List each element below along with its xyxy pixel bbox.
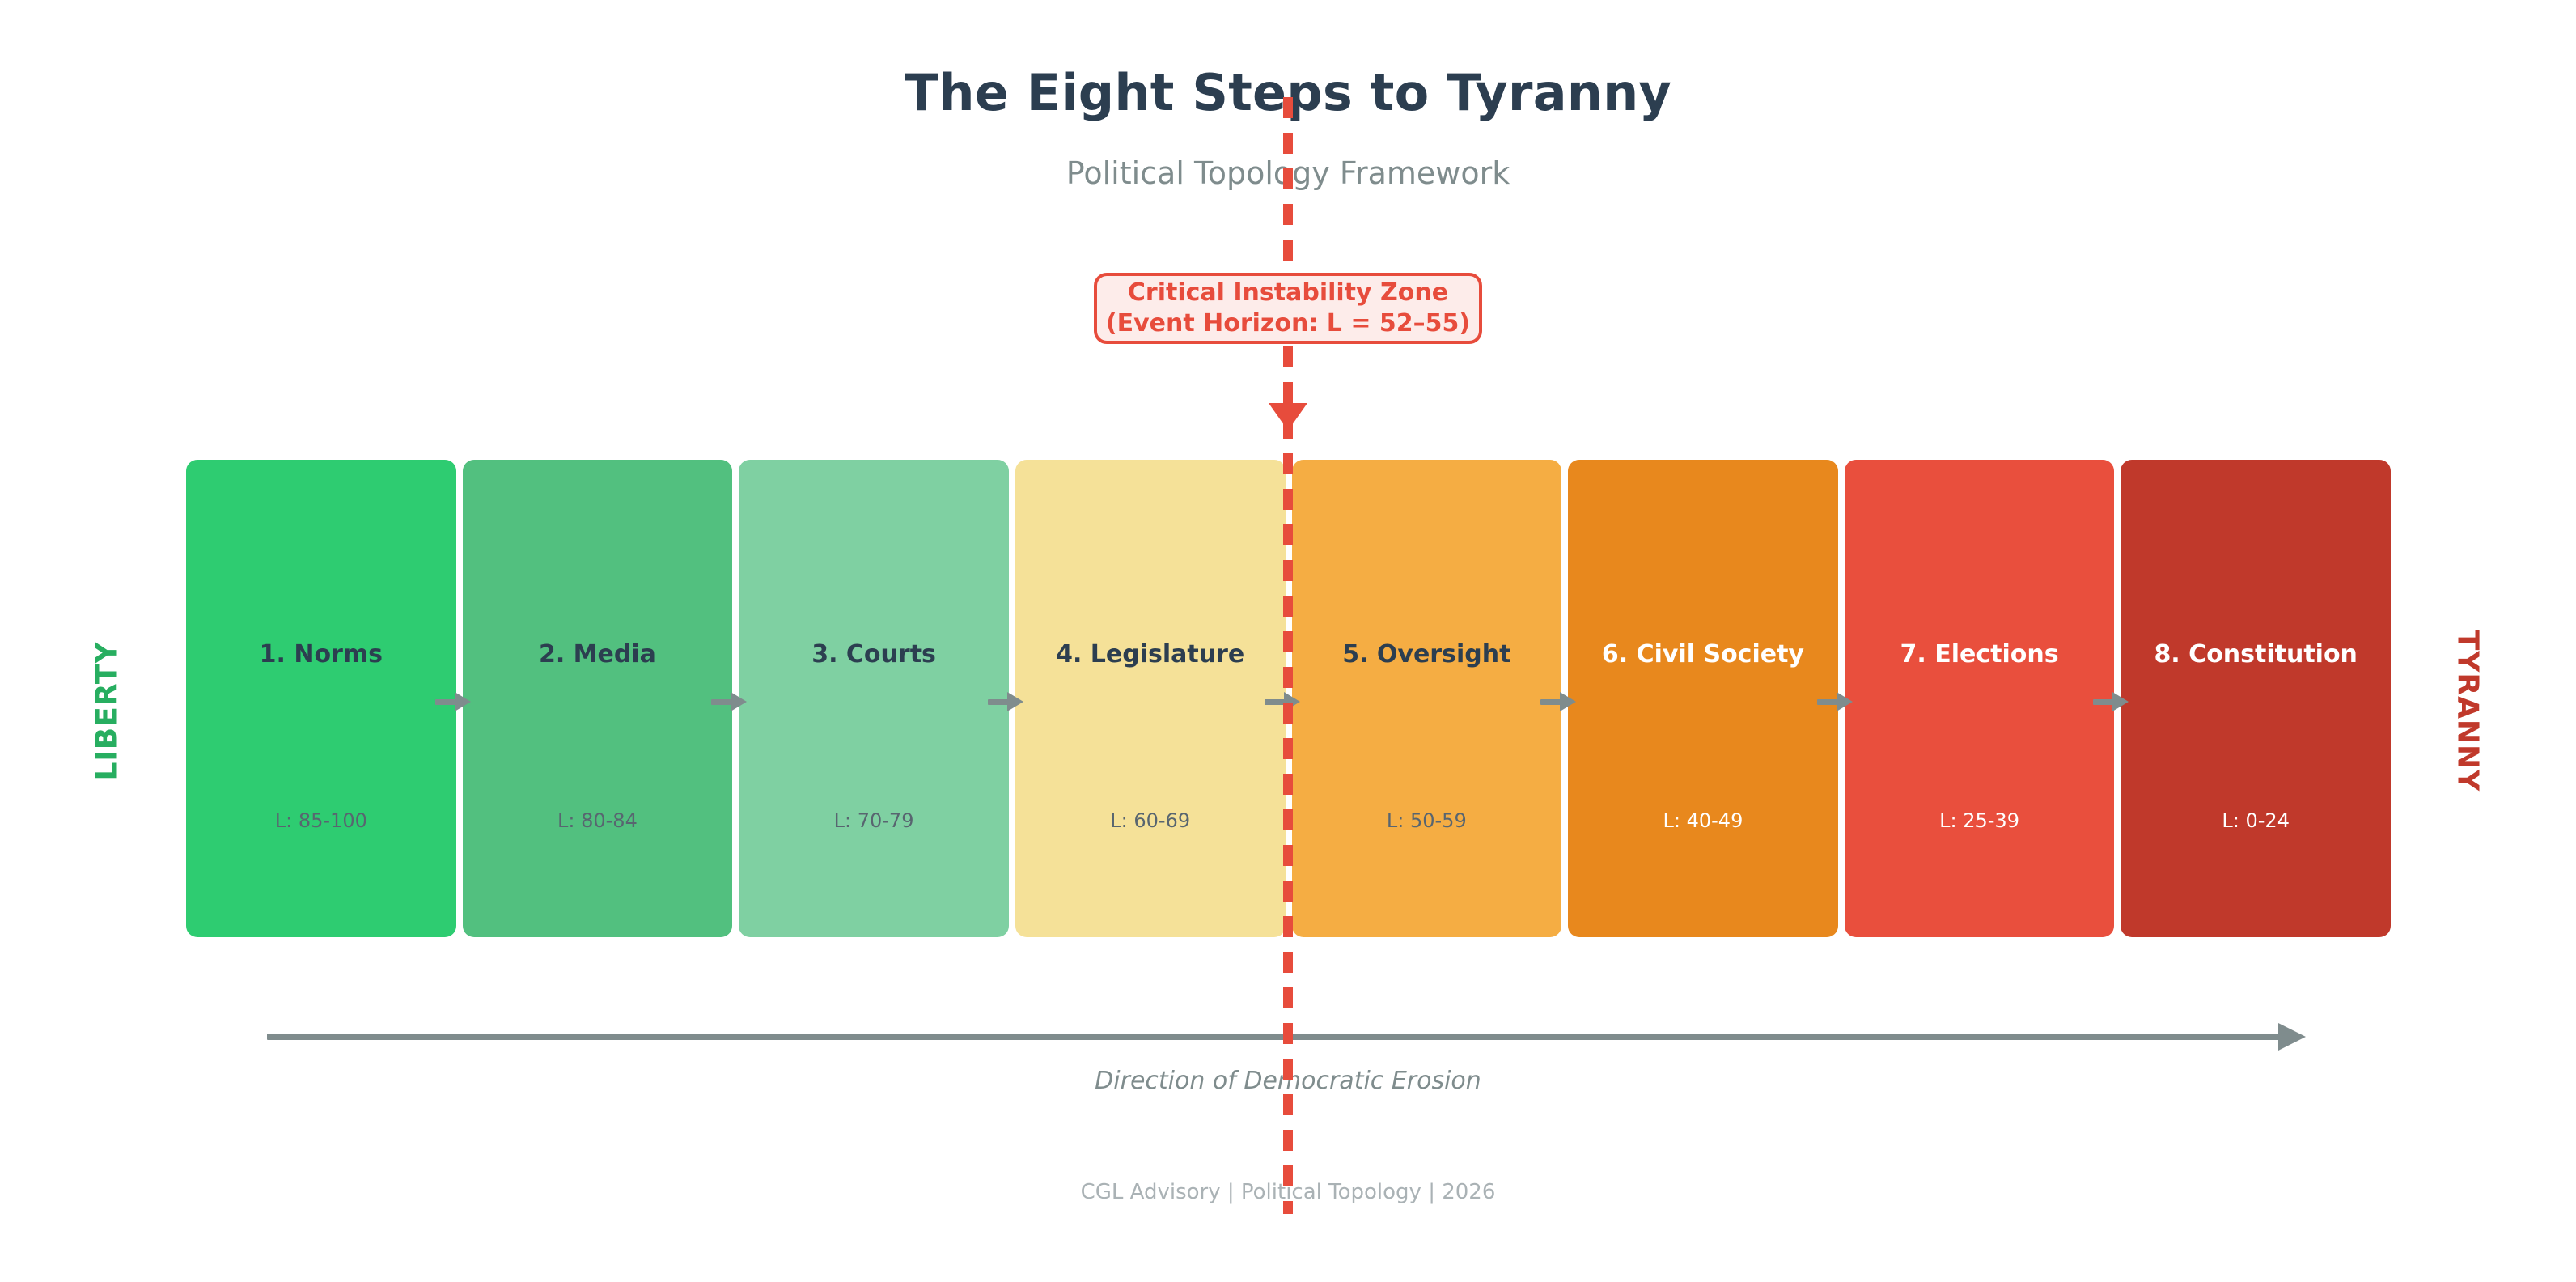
step-label-2: 2. Media xyxy=(538,640,656,669)
connector-arrow-icon-3-to-4 xyxy=(987,692,1025,711)
direction-arrow-shaft xyxy=(267,1034,2282,1040)
connector-head xyxy=(454,692,471,711)
step-label-8: 8. Constitution xyxy=(2154,640,2358,669)
connector-head xyxy=(2112,692,2129,711)
axis-label-liberty: LIBERTY xyxy=(90,641,124,781)
axis-label-tyranny: TYRANNY xyxy=(2451,630,2485,792)
step-box-8[interactable]: 8. Constitution L: 0-24 xyxy=(2121,460,2391,937)
connector-shaft xyxy=(987,699,1009,705)
step-label-7: 7. Elections xyxy=(1900,640,2059,669)
step-box-3[interactable]: 3. Courts L: 70-79 xyxy=(739,460,1009,937)
step-box-1[interactable]: 1. Norms L: 85-100 xyxy=(186,460,456,937)
connector-arrow-icon-1-to-2 xyxy=(434,692,472,711)
step-range-6: L: 40-49 xyxy=(1663,809,1743,832)
step-label-5: 5. Oversight xyxy=(1342,640,1511,669)
step-box-2[interactable]: 2. Media L: 80-84 xyxy=(462,460,733,937)
event-horizon-arrow-icon xyxy=(1269,403,1307,431)
step-range-8: L: 0-24 xyxy=(2222,809,2290,832)
step-box-6[interactable]: 6. Civil Society L: 40-49 xyxy=(1568,460,1838,937)
connector-head xyxy=(731,692,748,711)
connector-arrow-icon-6-to-7 xyxy=(1816,692,1854,711)
callout-line-1: Critical Instability Zone xyxy=(1127,278,1449,308)
connector-arrow-icon-7-to-8 xyxy=(2093,692,2130,711)
connector-head xyxy=(1006,692,1023,711)
step-box-4[interactable]: 4. Legislature L: 60-69 xyxy=(1015,460,1286,937)
step-range-5: L: 50-59 xyxy=(1386,809,1467,832)
step-label-4: 4. Legislature xyxy=(1056,640,1245,669)
connector-arrow-icon-5-to-6 xyxy=(1540,692,1578,711)
connector-arrow-icon-2-to-3 xyxy=(711,692,748,711)
step-box-5[interactable]: 5. Oversight L: 50-59 xyxy=(1291,460,1562,937)
connector-shaft xyxy=(1540,699,1562,705)
steps-row: 1. Norms L: 85-100 2. Media L: 80-84 3. Cour… xyxy=(186,460,2391,937)
connector-shaft xyxy=(2093,699,2115,705)
connector-head xyxy=(1836,692,1853,711)
connector-shaft xyxy=(1264,699,1286,705)
step-label-3: 3. Courts xyxy=(811,640,936,669)
connector-shaft xyxy=(711,699,733,705)
event-horizon-dashed-line xyxy=(1283,97,1293,1214)
step-range-7: L: 25-39 xyxy=(1939,809,2019,832)
step-range-3: L: 70-79 xyxy=(833,809,914,832)
connector-shaft xyxy=(434,699,456,705)
step-range-2: L: 80-84 xyxy=(557,809,638,832)
step-range-1: L: 85-100 xyxy=(274,809,367,832)
connector-shaft xyxy=(1816,699,1838,705)
callout-line-2: (Event Horizon: L = 52–55) xyxy=(1105,309,1471,337)
step-range-4: L: 60-69 xyxy=(1110,809,1191,832)
step-label-6: 6. Civil Society xyxy=(1601,640,1804,669)
step-label-1: 1. Norms xyxy=(259,640,383,669)
direction-arrow-head-icon xyxy=(2278,1023,2306,1051)
connector-head xyxy=(1560,692,1577,711)
critical-instability-callout: Critical Instability Zone (Event Horizon… xyxy=(1094,273,1482,344)
step-box-7[interactable]: 7. Elections L: 25-39 xyxy=(1844,460,2115,937)
